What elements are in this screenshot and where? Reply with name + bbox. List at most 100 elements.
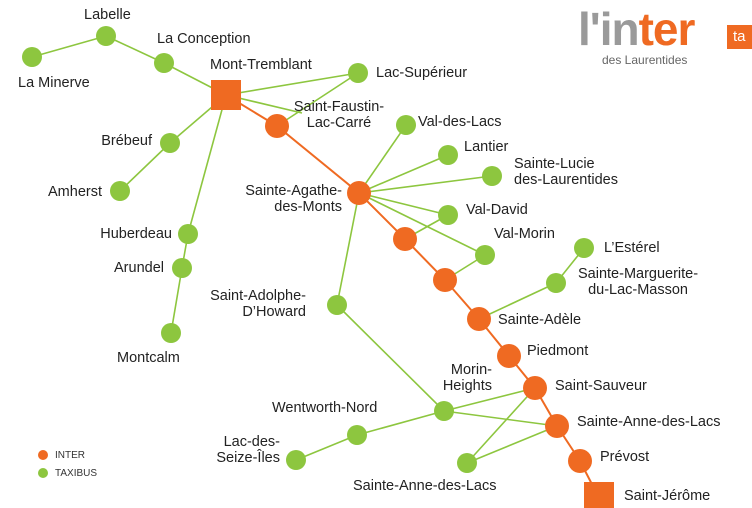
taxibus-stops bbox=[22, 26, 594, 473]
logo-subtitle: des Laurentides bbox=[602, 53, 688, 67]
label-saint-adolphe-line1: Saint-Adolphe- bbox=[210, 288, 306, 304]
label-sainte-lucie-line1: Sainte-Lucie bbox=[514, 156, 595, 172]
label-la-minerve: La Minerve bbox=[18, 75, 90, 91]
stop-sainte-marguerite[interactable] bbox=[546, 273, 566, 293]
taxibus-lines bbox=[31, 35, 585, 464]
label-huberdeau: Huberdeau bbox=[100, 226, 172, 242]
stop-val-morin[interactable] bbox=[475, 245, 495, 265]
stop-brebeuf[interactable] bbox=[160, 133, 180, 153]
label-saint-faustin: Saint-Faustin- Lac-Carré bbox=[284, 99, 394, 131]
stop-amherst[interactable] bbox=[110, 181, 130, 201]
label-sainte-marguerite-line1: Sainte-Marguerite- bbox=[578, 266, 699, 282]
stop-la-minerve[interactable] bbox=[22, 47, 42, 67]
label-sainte-agathe: Sainte-Agathe- des-Monts bbox=[218, 183, 342, 215]
label-morin-heights: Morin- Heights bbox=[400, 362, 492, 394]
terminal-mont-tremblant[interactable] bbox=[211, 80, 241, 110]
label-lac-des-seize-iles: Lac-des- Seize-Îles bbox=[210, 434, 280, 466]
label-lac-des-seize-line1: Lac-des- bbox=[223, 434, 280, 450]
link-saint-adolphe-morin-heights bbox=[336, 304, 445, 412]
label-lac-superieur: Lac-Supérieur bbox=[376, 65, 468, 81]
label-val-morin: Val-Morin bbox=[494, 226, 555, 242]
stop-val-david[interactable] bbox=[438, 205, 458, 225]
stop-labelle[interactable] bbox=[96, 26, 116, 46]
logo-word-a: l'in bbox=[578, 3, 640, 55]
stop-saint-adolphe[interactable] bbox=[327, 295, 347, 315]
label-labelle: Labelle bbox=[84, 7, 131, 23]
label-sainte-marguerite: Sainte-Marguerite- du-Lac-Masson bbox=[578, 266, 698, 298]
label-sainte-lucie: Sainte-Lucie des-Laurentides bbox=[514, 156, 618, 188]
stop-sainte-anne-des-lacs-taxibus[interactable] bbox=[457, 453, 477, 473]
label-brebeuf: Brébeuf bbox=[101, 133, 152, 149]
stop-sainte-adele[interactable] bbox=[467, 307, 491, 331]
label-mont-tremblant: Mont-Tremblant bbox=[210, 57, 312, 73]
link-sainte-agathe-val-des-lacs bbox=[358, 124, 407, 194]
link-lac-superieur-saint-faustin bbox=[276, 72, 359, 127]
link-la-minerve-labelle bbox=[31, 35, 107, 58]
label-val-des-lacs: Val-des-Lacs bbox=[418, 114, 502, 130]
label-saint-sauveur: Saint-Sauveur bbox=[555, 378, 647, 394]
label-morin-heights-line2: Heights bbox=[442, 378, 492, 394]
label-lac-des-seize-line2: Seize-Îles bbox=[216, 450, 280, 466]
label-morin-heights-line1: Morin- bbox=[450, 362, 492, 378]
link-mont-tremblant-lac-superieur bbox=[225, 72, 359, 96]
stop-saint-sauveur[interactable] bbox=[523, 376, 547, 400]
link-saint-sauveur-morin-heights bbox=[443, 387, 536, 412]
label-sainte-agathe-line1: Sainte-Agathe- bbox=[245, 183, 342, 199]
label-sainte-anne-des-lacs-right: Sainte-Anne-des-Lacs bbox=[577, 414, 721, 430]
label-saint-jerome: Saint-Jérôme bbox=[624, 488, 711, 504]
stop-la-conception[interactable] bbox=[154, 53, 174, 73]
link-morin-heights-wentworth bbox=[356, 410, 445, 436]
stop-morin-heights[interactable] bbox=[434, 401, 454, 421]
logo-word-b: ter bbox=[638, 3, 696, 55]
label-sainte-marguerite-line2: du-Lac-Masson bbox=[588, 282, 688, 298]
stop-val-des-lacs[interactable] bbox=[396, 115, 416, 135]
stop-arundel[interactable] bbox=[172, 258, 192, 278]
label-sainte-agathe-line2: des-Monts bbox=[274, 199, 342, 215]
stop-piedmont[interactable] bbox=[497, 344, 521, 368]
label-sainte-adele: Sainte-Adèle bbox=[498, 312, 582, 328]
legend: INTER TAXIBUS bbox=[38, 446, 97, 482]
label-piedmont: Piedmont bbox=[527, 343, 589, 359]
stop-prevost[interactable] bbox=[568, 449, 592, 473]
link-sainte-anne-bottom-right bbox=[466, 425, 558, 464]
stop-inter-val-morin[interactable] bbox=[433, 268, 457, 292]
label-lesterel: L’Estérel bbox=[604, 240, 660, 256]
link-sainte-adele-sainte-marguerite bbox=[478, 282, 557, 320]
stop-wentworth-nord[interactable] bbox=[347, 425, 367, 445]
label-arundel: Arundel bbox=[114, 260, 164, 276]
stop-lac-superieur[interactable] bbox=[348, 63, 368, 83]
terminal-saint-jerome[interactable] bbox=[584, 482, 614, 508]
legend-taxibus: TAXIBUS bbox=[38, 464, 97, 482]
label-wentworth-nord: Wentworth-Nord bbox=[272, 400, 378, 416]
label-saint-adolphe-line2: D’Howard bbox=[242, 304, 306, 320]
label-lantier: Lantier bbox=[464, 139, 509, 155]
legend-inter-label: INTER bbox=[55, 449, 85, 461]
legend-taxibus-label: TAXIBUS bbox=[55, 467, 98, 479]
stop-sainte-lucie[interactable] bbox=[482, 166, 502, 186]
stop-saint-faustin[interactable] bbox=[265, 114, 289, 138]
linter-logo: l'inter des Laurentides ta bbox=[578, 4, 752, 70]
link-arundel-montcalm bbox=[170, 267, 183, 334]
logo-wordmark: l'inter bbox=[578, 3, 696, 55]
label-la-conception: La Conception bbox=[157, 31, 251, 47]
link-sainte-agathe-lantier bbox=[358, 154, 449, 194]
label-saint-adolphe: Saint-Adolphe- D’Howard bbox=[180, 288, 306, 320]
stop-inter-val-david[interactable] bbox=[393, 227, 417, 251]
label-saint-faustin-line1: Saint-Faustin- bbox=[293, 99, 385, 115]
link-sainte-agathe-sainte-lucie bbox=[358, 175, 493, 194]
label-val-david: Val-David bbox=[466, 202, 528, 218]
stop-lac-des-seize-iles[interactable] bbox=[286, 450, 306, 470]
stop-lantier[interactable] bbox=[438, 145, 458, 165]
stop-sainte-anne-des-lacs-inter[interactable] bbox=[545, 414, 569, 438]
stop-sainte-agathe[interactable] bbox=[347, 181, 371, 205]
label-prevost: Prévost bbox=[600, 449, 650, 465]
label-sainte-anne-des-lacs-bottom: Sainte-Anne-des-Lacs bbox=[353, 478, 497, 494]
stop-lesterel[interactable] bbox=[574, 238, 594, 258]
stop-montcalm[interactable] bbox=[161, 323, 181, 343]
link-morin-heights-sainte-anne bbox=[443, 410, 558, 427]
stop-huberdeau[interactable] bbox=[178, 224, 198, 244]
logo-badge: ta bbox=[727, 25, 752, 49]
link-saint-sauveur-sainte-anne bbox=[466, 387, 536, 464]
link-sainte-agathe-saint-adolphe bbox=[336, 192, 360, 306]
